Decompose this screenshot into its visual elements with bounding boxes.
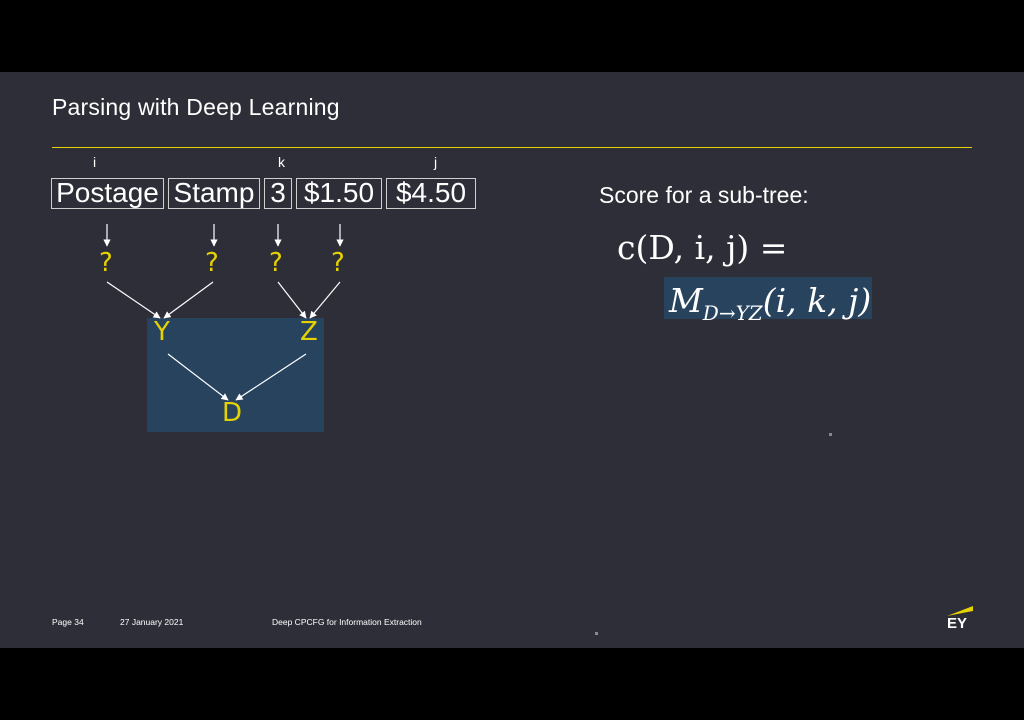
- arrow-q2-to-y: [163, 281, 214, 319]
- slide-title: Parsing with Deep Learning: [52, 94, 340, 120]
- index-label-i: i: [93, 154, 97, 170]
- formula-m: M: [669, 281, 703, 320]
- token-1-50: $1.50: [296, 178, 382, 209]
- arrow-q3-to-z: [277, 281, 307, 319]
- footer-page: Page 34: [52, 617, 84, 627]
- node-y: Y: [154, 317, 170, 347]
- unknown-label-3: ?: [269, 248, 283, 278]
- score-formula-line2: MD→YZ(i, k, j): [669, 281, 872, 325]
- index-label-j: j: [434, 154, 438, 170]
- token-3: 3: [264, 178, 292, 209]
- arrow-y-to-d: [167, 353, 229, 401]
- footer-topic: Deep CPCFG for Information Extraction: [272, 617, 422, 627]
- subtree-highlight-box: [147, 318, 324, 432]
- formula-args: (i, k, j): [762, 281, 872, 320]
- cursor-dot: [595, 632, 598, 635]
- stray-dot: [829, 433, 832, 436]
- index-label-k: k: [278, 154, 285, 170]
- score-label: Score for a sub-tree:: [599, 182, 809, 208]
- arrow-q4-to-z: [309, 281, 341, 319]
- unknown-label-2: ?: [205, 248, 219, 278]
- title-underline: [52, 147, 972, 148]
- ey-logo-text: EY: [947, 615, 968, 632]
- ey-logo-icon: [947, 606, 973, 616]
- arrow-q1-to-y: [106, 281, 161, 319]
- unknown-label-4: ?: [331, 248, 345, 278]
- footer-date: 27 January 2021: [120, 617, 184, 627]
- formula-subscript: D→YZ: [702, 301, 763, 325]
- unknown-label-1: ?: [99, 248, 113, 278]
- token-4-50: $4.50: [386, 178, 476, 209]
- token-postage: Postage: [51, 178, 164, 209]
- token-stamp: Stamp: [168, 178, 260, 209]
- arrow-z-to-d: [235, 353, 307, 401]
- slide: Parsing with Deep Learning i k j Postage…: [0, 72, 1024, 648]
- parse-arrows: [103, 224, 344, 401]
- score-formula-line1: c(D, i, j) =: [617, 228, 788, 267]
- node-z: Z: [300, 317, 318, 347]
- formula-highlight-box: [664, 277, 872, 319]
- node-d: D: [222, 398, 243, 428]
